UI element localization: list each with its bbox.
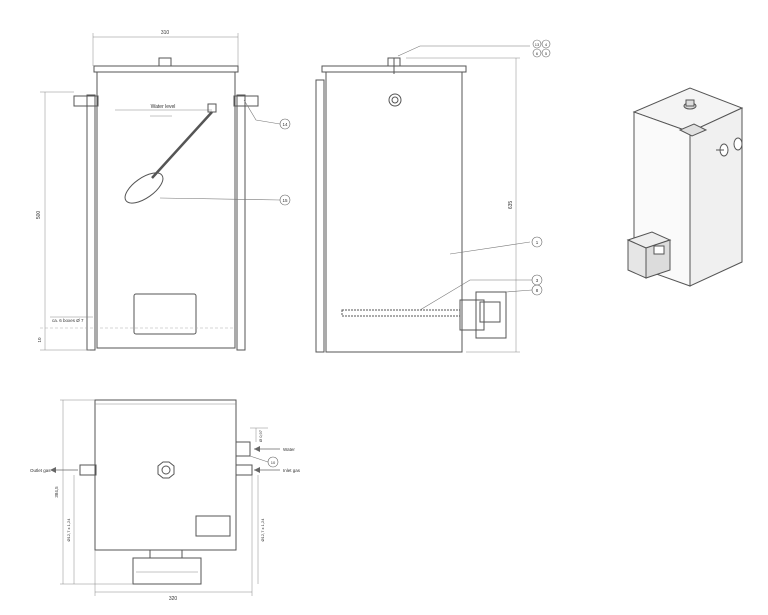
iso-side-face bbox=[689, 107, 743, 287]
callout-10-leader bbox=[249, 455, 269, 463]
callout-13-circle bbox=[532, 39, 542, 49]
top-view bbox=[50, 399, 280, 596]
top-depth-label: 384,5 bbox=[54, 486, 59, 498]
side-view bbox=[315, 39, 551, 353]
callout-1-leader bbox=[449, 241, 531, 255]
front-view bbox=[40, 33, 291, 351]
water-label: Water bbox=[283, 447, 295, 452]
callout-14-leader bbox=[243, 99, 281, 125]
callout-14-text: 14 bbox=[282, 122, 288, 127]
side-height-label: 635 bbox=[508, 201, 514, 210]
callout-15-text: 15 bbox=[282, 198, 288, 203]
front-right-rail bbox=[236, 94, 246, 351]
front-view-labels: 310 Water level 500 ca. 6 boxes Ø 7 10 1… bbox=[36, 30, 288, 343]
front-width-label: 310 bbox=[161, 30, 170, 36]
callout-13-text: 13 bbox=[535, 42, 540, 47]
water-pipe-dim: Ø 0,97 bbox=[258, 429, 263, 442]
bottom-dim: 10 bbox=[37, 337, 42, 343]
callout-4-text: 4 bbox=[545, 42, 548, 47]
outlet-gas-label: Outlet gas bbox=[30, 468, 51, 473]
iso-pipe-lower bbox=[733, 137, 743, 151]
water-inlet bbox=[235, 441, 251, 457]
callout-6-circle bbox=[532, 48, 542, 58]
front-height-label: 500 bbox=[36, 211, 42, 220]
front-left-pipe bbox=[73, 95, 99, 107]
bottom-note: ca. 6 boxes Ø 7 bbox=[52, 318, 84, 323]
callout-8-leader bbox=[505, 289, 533, 293]
callout-14-circle bbox=[279, 118, 291, 130]
top-callout-leader bbox=[397, 45, 530, 57]
top-junction-neck bbox=[149, 549, 183, 559]
callout-8-text: 8 bbox=[536, 288, 539, 293]
side-port bbox=[388, 93, 402, 107]
inlet-gas-label: Inlet gas bbox=[283, 468, 301, 473]
isometric-view bbox=[626, 87, 744, 287]
front-left-rail bbox=[86, 94, 96, 351]
iso-top-hatch bbox=[678, 123, 708, 137]
callout-5-text: 5 bbox=[545, 51, 548, 56]
callout-10-circle bbox=[267, 456, 279, 468]
water-level-label: Water level bbox=[151, 104, 176, 110]
callout-15-leader bbox=[159, 197, 281, 201]
callout-8-circle bbox=[531, 284, 543, 296]
left-pipe-dim: Ø12,7 x 1,24 bbox=[66, 518, 71, 542]
front-tank-body bbox=[96, 71, 236, 349]
top-view-labels: Outlet gas Inlet gas Water 320 384,5 Ø12… bbox=[30, 429, 301, 602]
side-junction-box bbox=[475, 291, 507, 339]
top-tank-outline bbox=[94, 399, 237, 551]
heater-rod bbox=[341, 309, 461, 317]
side-rail bbox=[315, 79, 325, 353]
float-ball bbox=[124, 172, 164, 204]
top-junction-box bbox=[132, 557, 202, 585]
callout-3-leader bbox=[419, 279, 532, 311]
side-view-labels: 635 13 4 6 5 1 3 8 bbox=[508, 42, 548, 293]
top-left-pipe bbox=[79, 464, 97, 476]
float-valve bbox=[207, 103, 217, 113]
top-lid-knob bbox=[157, 461, 175, 479]
callout-5-circle bbox=[541, 48, 551, 58]
front-drain-box bbox=[133, 293, 197, 335]
callout-1-text: 1 bbox=[536, 240, 539, 245]
callout-4-circle bbox=[541, 39, 551, 49]
front-right-pipe bbox=[233, 95, 259, 107]
callout-15-circle bbox=[279, 194, 291, 206]
callout-1-circle bbox=[531, 236, 543, 248]
top-width-label: 320 bbox=[169, 596, 178, 602]
front-lid bbox=[93, 65, 239, 73]
side-junction-plate bbox=[459, 299, 485, 331]
top-plate bbox=[195, 515, 231, 537]
callout-10-text: 10 bbox=[271, 460, 276, 465]
top-right-pipe bbox=[235, 464, 253, 476]
callout-6-text: 6 bbox=[536, 51, 539, 56]
callout-3-text: 3 bbox=[536, 278, 539, 283]
front-top-knob bbox=[158, 57, 172, 67]
right-pipe-dim: Ø12,7 x 1,24 bbox=[260, 518, 265, 542]
